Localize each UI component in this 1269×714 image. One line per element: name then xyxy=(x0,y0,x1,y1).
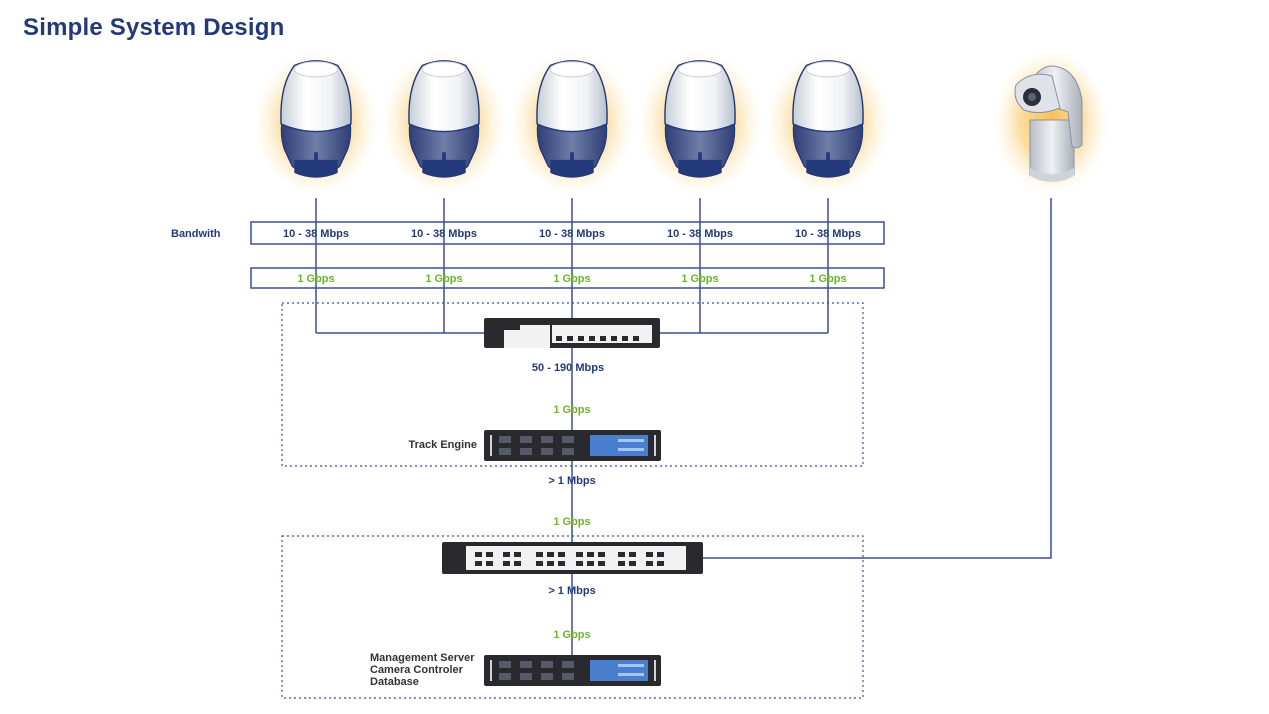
camera-bandwidth-label: 10 - 38 Mbps xyxy=(666,228,734,240)
server-role: Camera Controler xyxy=(370,664,463,676)
switch-uplink-bandwidth-label: 50 - 190 Mbps xyxy=(531,362,605,374)
track-engine-out-bandwidth-label: > 1 Mbps xyxy=(548,475,596,487)
ptz-camera-icon xyxy=(1014,65,1083,182)
bandwidth-row-box xyxy=(250,221,885,245)
camera-link-label: 1 Gbps xyxy=(553,273,591,285)
track-engine-label: Track Engine xyxy=(408,439,477,451)
main-switch-out-bandwidth-label: > 1 Mbps xyxy=(548,585,596,597)
dome-camera-icon xyxy=(792,60,864,179)
diagram-title: Simple System Design xyxy=(23,14,285,41)
camera-bandwidth-label: 10 - 38 Mbps xyxy=(794,228,862,240)
dome-camera-icon xyxy=(536,60,608,179)
camera-link-label: 1 Gbps xyxy=(809,273,847,285)
server-roles-label: Management Server Camera Controler Datab… xyxy=(370,652,475,688)
network-switch-icon xyxy=(484,318,660,348)
camera-link-label: 1 Gbps xyxy=(425,273,463,285)
dome-camera-icon xyxy=(280,60,352,179)
dome-camera-icon xyxy=(664,60,736,179)
track-engine-server-icon xyxy=(484,430,661,461)
camera-bandwidth-label: 10 - 38 Mbps xyxy=(538,228,606,240)
camera-bandwidth-label: 10 - 38 Mbps xyxy=(410,228,478,240)
edge-group-boundary xyxy=(281,302,864,467)
server-role: Management Server xyxy=(370,652,475,664)
server-link-label: 1 Gbps xyxy=(553,629,591,641)
camera-link-label: 1 Gbps xyxy=(681,273,719,285)
bandwidth-row-label: Bandwith xyxy=(171,228,221,240)
camera-link-label: 1 Gbps xyxy=(297,273,335,285)
camera-bandwidth-label: 10 - 38 Mbps xyxy=(282,228,350,240)
core-group-boundary xyxy=(281,535,864,699)
server-role: Database xyxy=(370,676,419,688)
rack-switch-icon xyxy=(442,542,703,574)
connection-lines xyxy=(315,198,1052,656)
main-switch-link-label: 1 Gbps xyxy=(553,516,591,528)
management-server-icon xyxy=(484,655,661,686)
link-speed-row-box xyxy=(250,267,885,289)
track-engine-link-label: 1 Gbps xyxy=(553,404,591,416)
dome-camera-icon xyxy=(408,60,480,179)
